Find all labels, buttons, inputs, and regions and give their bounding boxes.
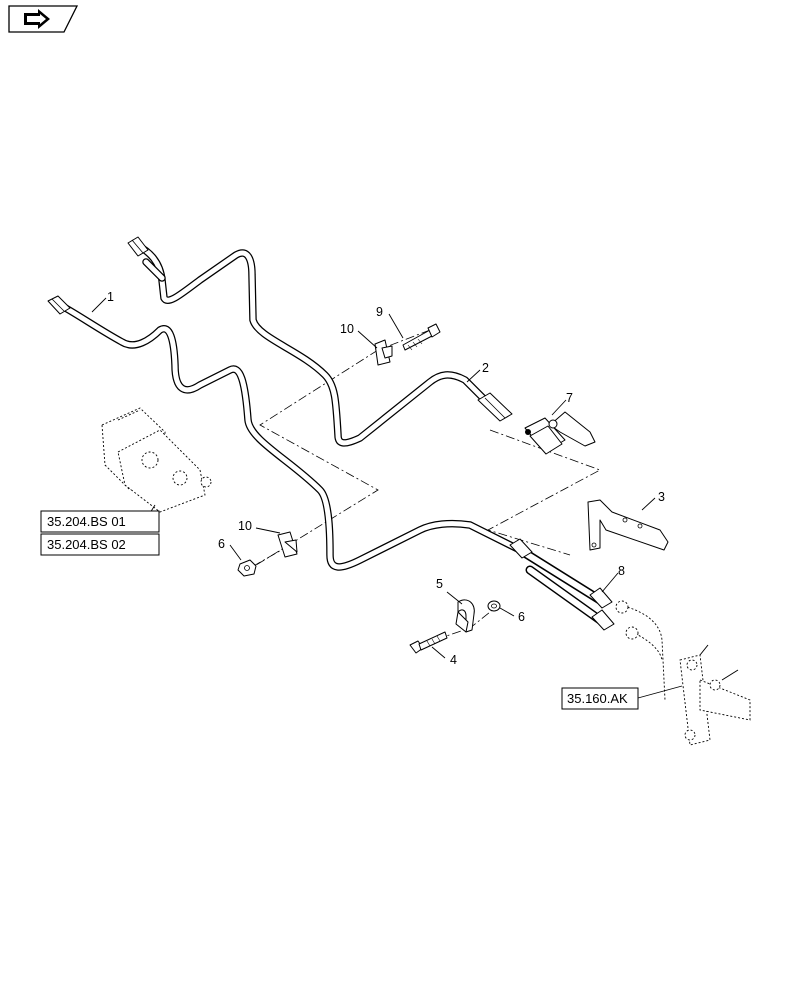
tube-1 bbox=[58, 302, 524, 571]
callout-6-left: 6 bbox=[218, 537, 225, 551]
callout-3: 3 bbox=[658, 490, 665, 504]
arrow-right-icon bbox=[24, 9, 50, 29]
clamp-10-upper bbox=[374, 339, 393, 366]
nut-6-left bbox=[237, 559, 257, 577]
callout-10-lower: 10 bbox=[238, 519, 252, 533]
callout-7: 7 bbox=[566, 391, 573, 405]
callout-8: 8 bbox=[618, 564, 625, 578]
bolt-4 bbox=[409, 631, 448, 654]
ghost-hoses bbox=[615, 600, 666, 701]
clamp-10-lower bbox=[277, 531, 298, 558]
washer-6-right bbox=[487, 600, 501, 612]
clamp-5 bbox=[455, 599, 475, 633]
tube-1-nut bbox=[47, 295, 71, 315]
reference-link-35-204-bs-02[interactable]: 35.204.BS 02 bbox=[40, 533, 160, 556]
reference-label: 35.204.BS 01 bbox=[47, 514, 126, 529]
ball-valve bbox=[524, 411, 596, 455]
callout-1: 1 bbox=[107, 290, 114, 304]
tube-2-nut bbox=[127, 236, 149, 257]
reference-label: 35.160.AK bbox=[567, 691, 628, 706]
hose-8-pair bbox=[509, 538, 615, 631]
callout-2: 2 bbox=[482, 361, 489, 375]
assembly-centerlines bbox=[239, 329, 601, 646]
callout-4: 4 bbox=[450, 653, 457, 667]
coupler-ghost bbox=[679, 644, 751, 746]
callout-10-upper: 10 bbox=[340, 322, 354, 336]
bracket-3 bbox=[587, 499, 669, 551]
callout-6-right: 6 bbox=[518, 610, 525, 624]
nav-arrow-button[interactable] bbox=[8, 5, 79, 33]
bolt-9 bbox=[402, 323, 441, 351]
callout-5: 5 bbox=[436, 577, 443, 591]
valve-block-ghost bbox=[101, 407, 212, 513]
tube-2 bbox=[133, 241, 494, 447]
reference-link-35-204-bs-01[interactable]: 35.204.BS 01 bbox=[40, 510, 160, 533]
callout-9: 9 bbox=[376, 305, 383, 319]
reference-label: 35.204.BS 02 bbox=[47, 537, 126, 552]
reference-link-35-160-ak[interactable]: 35.160.AK bbox=[561, 687, 639, 710]
leader-lines bbox=[91, 297, 683, 699]
hose-fitting-upper bbox=[477, 392, 513, 422]
